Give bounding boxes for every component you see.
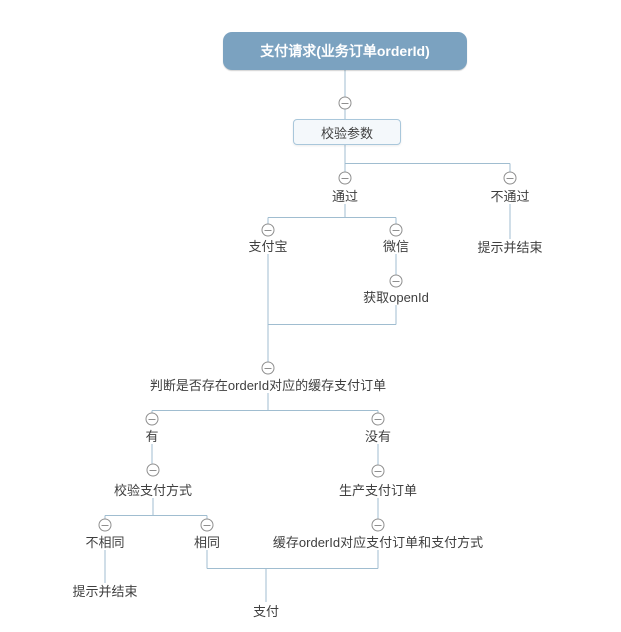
node-fail[interactable]: 不通过 [490, 189, 530, 204]
connector-line [207, 550, 379, 602]
connector-line [104, 498, 208, 519]
node-pay[interactable]: 支付 [252, 604, 280, 619]
collapse-icon[interactable] [98, 518, 112, 532]
node-cache-check[interactable]: 判断是否存在orderId对应的缓存支付订单 [149, 378, 387, 393]
collapse-icon[interactable] [261, 361, 275, 375]
node-has[interactable]: 有 [145, 429, 159, 444]
collapse-icon[interactable] [389, 223, 403, 237]
node-cache-order[interactable]: 缓存orderId对应支付订单和支付方式 [272, 535, 484, 550]
node-wechat[interactable]: 微信 [382, 239, 410, 254]
node-payment-request[interactable]: 支付请求(业务订单orderId) [223, 32, 467, 70]
collapse-icon[interactable] [338, 171, 352, 185]
collapse-icon[interactable] [200, 518, 214, 532]
node-verify-pay-method[interactable]: 校验支付方式 [113, 483, 193, 498]
collapse-icon[interactable] [145, 412, 159, 426]
node-different[interactable]: 不相同 [85, 535, 125, 550]
node-pass[interactable]: 通过 [331, 189, 359, 204]
node-create-order[interactable]: 生产支付订单 [338, 483, 418, 498]
connector-line [268, 305, 397, 325]
collapse-icon[interactable] [371, 518, 385, 532]
collapse-icon[interactable] [389, 274, 403, 288]
collapse-icon[interactable] [371, 464, 385, 478]
collapse-icon[interactable] [261, 223, 275, 237]
collapse-icon[interactable] [338, 96, 352, 110]
node-validate-params[interactable]: 校验参数 [293, 119, 401, 145]
node-different-prompt-end[interactable]: 提示并结束 [72, 584, 138, 599]
connector-line [151, 393, 379, 413]
node-alipay[interactable]: 支付宝 [248, 239, 288, 254]
collapse-icon[interactable] [371, 412, 385, 426]
node-same[interactable]: 相同 [193, 535, 221, 550]
connector-line [344, 145, 511, 172]
collapse-icon[interactable] [146, 463, 160, 477]
node-get-openid[interactable]: 获取openId [363, 290, 429, 305]
node-none[interactable]: 没有 [364, 429, 392, 444]
connector-line [267, 204, 397, 224]
node-fail-prompt-end[interactable]: 提示并结束 [477, 240, 543, 255]
collapse-icon[interactable] [503, 171, 517, 185]
